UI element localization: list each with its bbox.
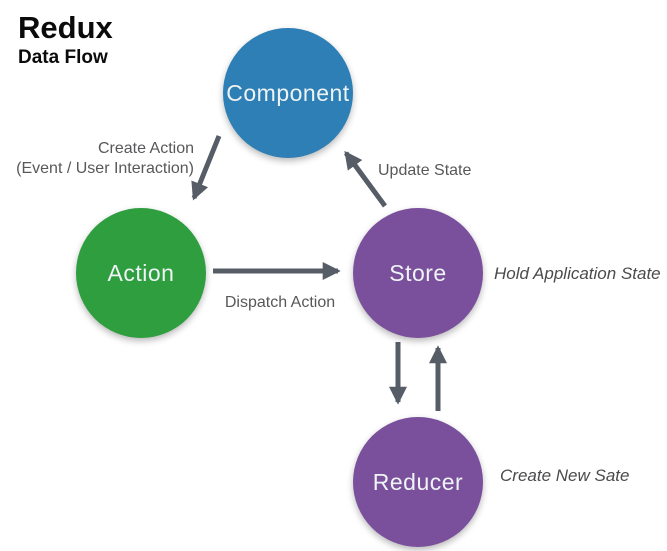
edge-label-create-action-line2: (Event / User Interaction) (16, 160, 194, 177)
diagram-subtitle: Data Flow (18, 46, 108, 68)
node-reducer-label: Reducer (372, 468, 464, 495)
diagram-title: Redux (18, 10, 113, 45)
edge-label-update-state: Update State (378, 162, 472, 179)
node-action: Action (76, 208, 206, 338)
node-action-label: Action (107, 259, 175, 286)
edge-label-create-action: Create Action (Event / User Interaction) (0, 139, 194, 179)
diagram-title-block: Redux Data Flow (18, 10, 113, 69)
arrow-component-to-action (191, 135, 222, 201)
edge-label-dispatch-action: Dispatch Action (224, 294, 336, 311)
node-store-label: Store (389, 259, 447, 286)
edge-label-create-action-line1: Create Action (97, 140, 194, 157)
node-component-label: Component (226, 79, 350, 106)
node-reducer: Reducer (353, 417, 483, 547)
node-component: Component (223, 28, 353, 158)
annotation-store: Hold Application State (494, 264, 661, 283)
annotation-reducer: Create New Sate (500, 466, 630, 485)
node-store: Store (353, 208, 483, 338)
